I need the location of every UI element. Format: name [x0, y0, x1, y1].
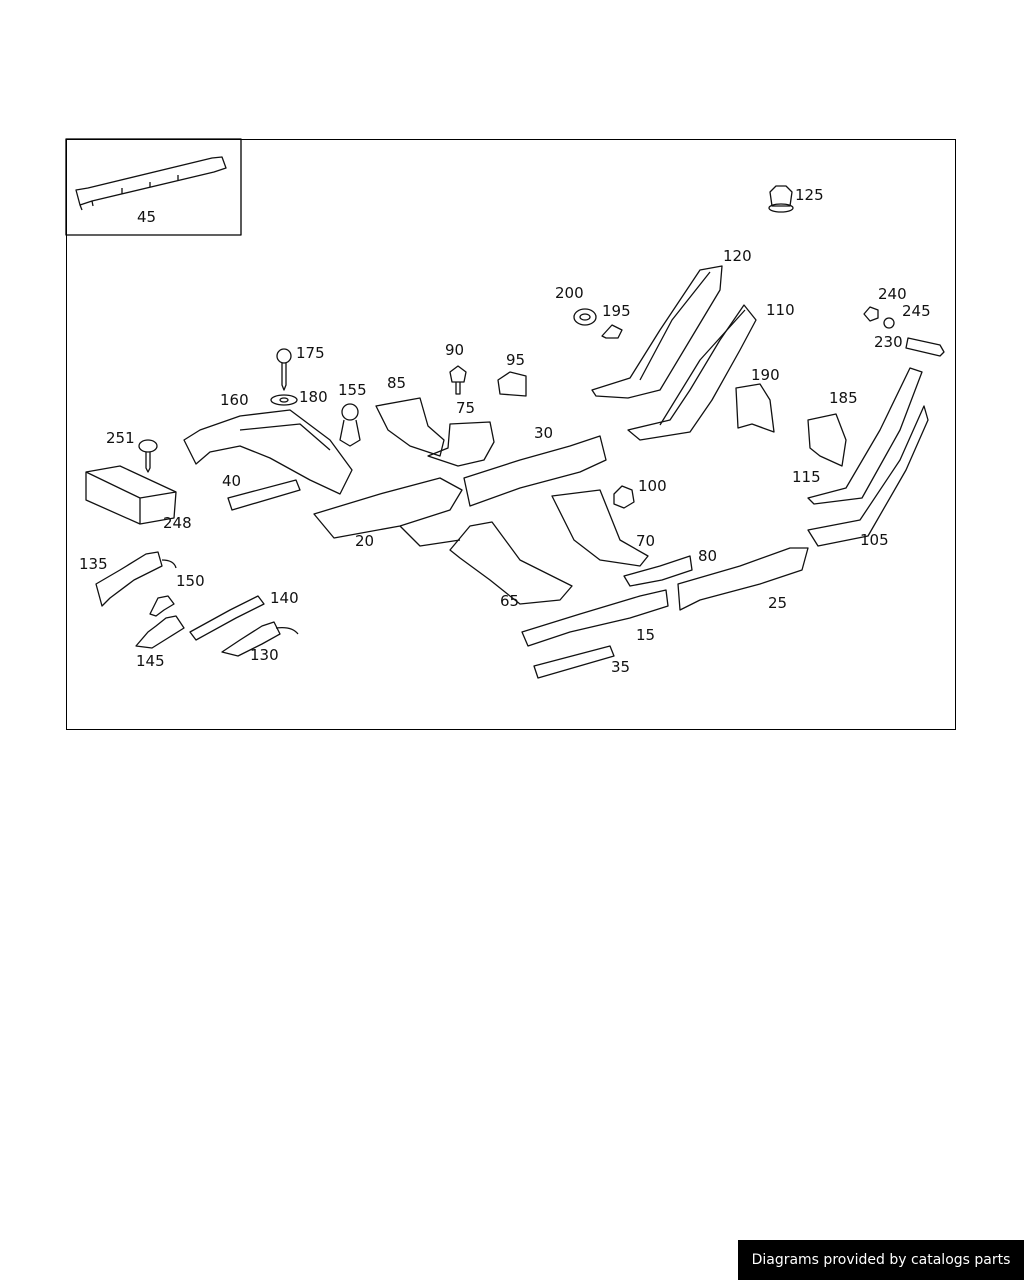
part-120-shape — [591, 265, 723, 399]
callout-115: 115 — [792, 468, 821, 486]
part-150-shape — [149, 595, 175, 617]
callout-90: 90 — [445, 341, 465, 359]
part-185-shape — [807, 413, 847, 467]
callout-105: 105 — [860, 531, 889, 549]
callout-120: 120 — [723, 247, 752, 265]
callout-110: 110 — [766, 301, 795, 319]
part-30-shape — [463, 435, 607, 507]
part-140-shape — [189, 595, 265, 641]
part-35-shape — [533, 645, 615, 679]
callout-195: 195 — [602, 302, 631, 320]
callout-200: 200 — [555, 284, 584, 302]
part-85-shape — [375, 397, 445, 457]
callout-185: 185 — [829, 389, 858, 407]
part-195-shape — [601, 324, 623, 339]
part-190-shape — [735, 383, 775, 433]
part-15-shape — [521, 589, 669, 647]
part-180-shape — [270, 394, 298, 406]
footer-banner: Diagrams provided by catalogs parts — [738, 1240, 1024, 1280]
part-95-shape — [497, 371, 527, 397]
callout-230: 230 — [874, 333, 903, 351]
part-251-shape — [138, 439, 158, 473]
callout-160: 160 — [220, 391, 249, 409]
callout-15: 15 — [636, 626, 656, 644]
part-110-shape — [627, 304, 757, 441]
part-130-shape — [221, 621, 299, 657]
callout-20: 20 — [355, 532, 375, 550]
callout-80: 80 — [698, 547, 718, 565]
part-45-shape — [75, 156, 227, 211]
callout-240: 240 — [878, 285, 907, 303]
diagram-frame — [66, 139, 956, 730]
part-105-shape — [807, 405, 929, 547]
callout-75: 75 — [456, 399, 476, 417]
callout-150: 150 — [176, 572, 205, 590]
callout-248: 248 — [163, 514, 192, 532]
part-25-shape — [677, 547, 809, 611]
callout-145: 145 — [136, 652, 165, 670]
part-40-shape — [227, 479, 301, 511]
part-80-shape — [623, 555, 693, 587]
part-175-shape — [276, 348, 292, 391]
callout-140: 140 — [270, 589, 299, 607]
callout-125: 125 — [795, 186, 824, 204]
footer-text: Diagrams provided by catalogs parts — [751, 1252, 1011, 1268]
callout-135: 135 — [79, 555, 108, 573]
part-125-shape — [768, 185, 794, 213]
callout-45: 45 — [137, 208, 157, 226]
part-200-shape — [573, 308, 597, 326]
callout-40: 40 — [222, 472, 242, 490]
callout-130: 130 — [250, 646, 279, 664]
callout-65: 65 — [500, 592, 520, 610]
callout-155: 155 — [338, 381, 367, 399]
part-135-shape — [95, 551, 177, 607]
part-248-shape — [85, 465, 177, 525]
part-65-shape — [449, 521, 573, 605]
callout-100: 100 — [638, 477, 667, 495]
part-100-shape — [613, 485, 635, 509]
part-245-shape — [883, 317, 895, 329]
callout-175: 175 — [296, 344, 325, 362]
part-160-shape — [183, 409, 353, 495]
callout-95: 95 — [506, 351, 526, 369]
part-230-shape — [905, 337, 945, 357]
part-70-shape — [551, 489, 649, 567]
callout-35: 35 — [611, 658, 631, 676]
callout-25: 25 — [768, 594, 788, 612]
callout-70: 70 — [636, 532, 656, 550]
callout-85: 85 — [387, 374, 407, 392]
part-240-shape — [863, 306, 879, 322]
part-20-shape — [313, 477, 463, 547]
callout-30: 30 — [534, 424, 554, 442]
callout-245: 245 — [902, 302, 931, 320]
callout-251: 251 — [106, 429, 135, 447]
callout-190: 190 — [751, 366, 780, 384]
part-145-shape — [135, 615, 185, 649]
part-90-shape — [449, 365, 467, 395]
callout-180: 180 — [299, 388, 328, 406]
part-115-shape — [807, 367, 923, 505]
part-75-shape — [427, 421, 495, 467]
part-155-shape — [339, 403, 361, 447]
